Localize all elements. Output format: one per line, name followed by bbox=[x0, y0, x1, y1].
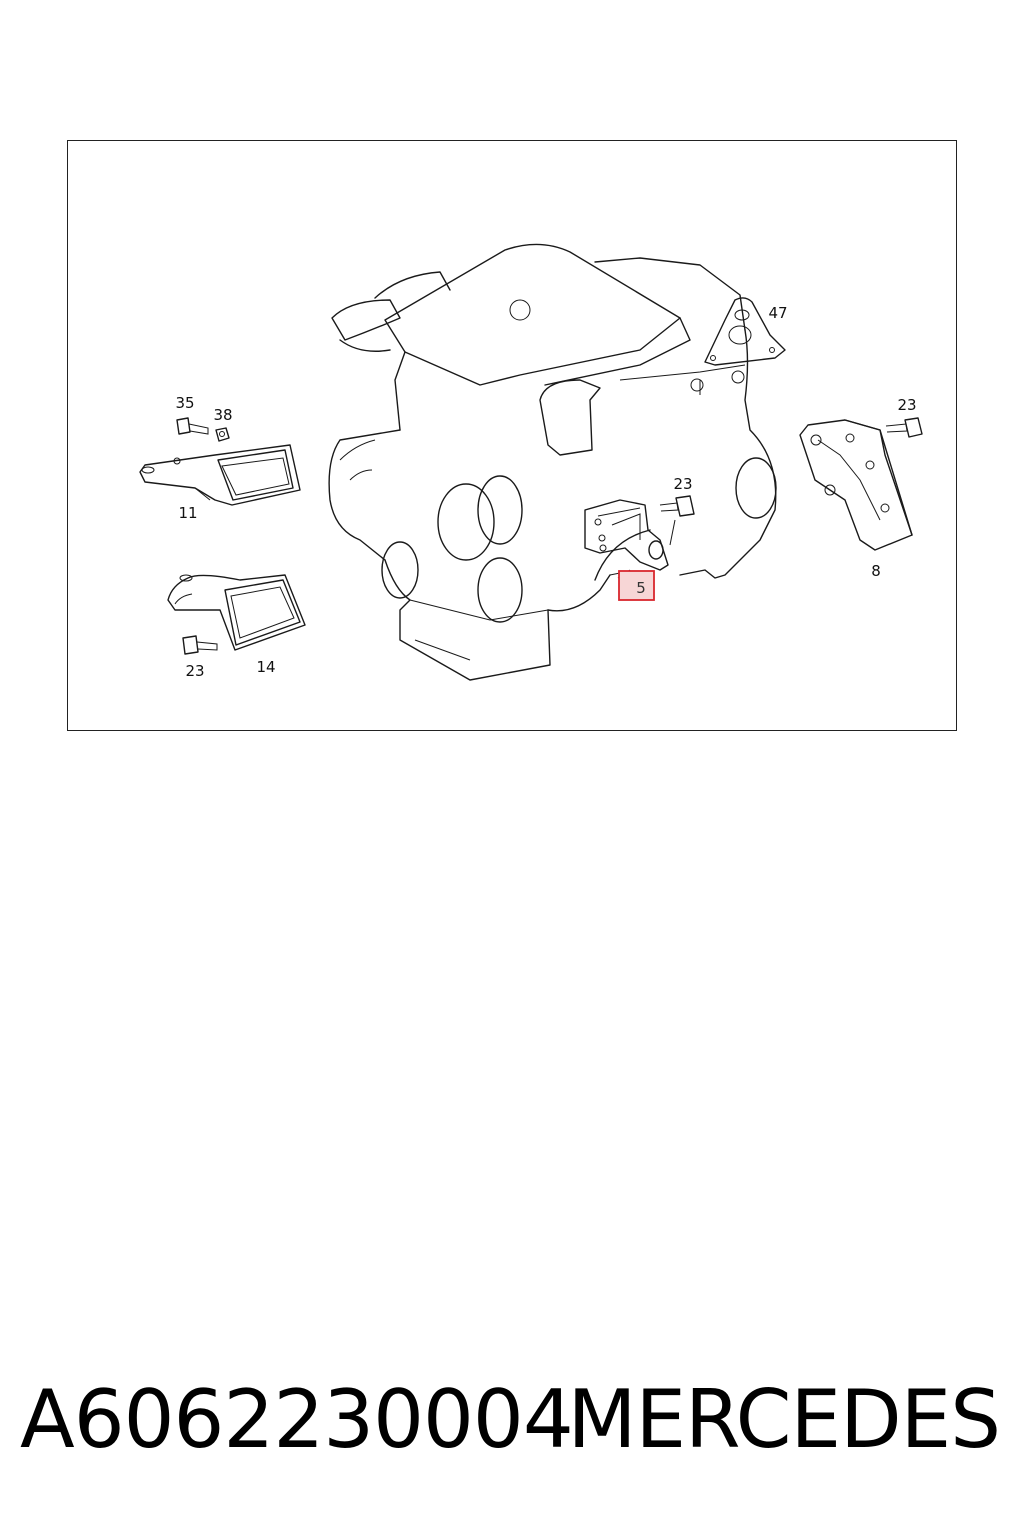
part-number: A6062230004 bbox=[20, 1373, 574, 1466]
engine-mount-diagram: 47 35 38 11 23 23 8 23 14 5 bbox=[139, 243, 923, 681]
nut-38 bbox=[215, 427, 230, 442]
callout-23-lower-left: 23 bbox=[185, 662, 204, 680]
callout-11: 11 bbox=[178, 504, 197, 522]
part-8-bracket bbox=[799, 419, 913, 551]
brand-name: MERCEDES bbox=[567, 1373, 1001, 1466]
part-11-mount bbox=[139, 444, 301, 506]
callout-23-center: 23 bbox=[673, 475, 692, 493]
callout-35: 35 bbox=[175, 394, 194, 412]
bolt-35 bbox=[176, 417, 209, 435]
leader-23-center bbox=[669, 519, 676, 546]
callout-5-highlight[interactable]: 5 bbox=[618, 570, 655, 601]
engine-block bbox=[328, 243, 777, 681]
callout-5: 5 bbox=[636, 579, 646, 597]
diagram-frame bbox=[67, 140, 957, 731]
callout-23-right: 23 bbox=[897, 396, 916, 414]
bolt-23-right bbox=[885, 417, 923, 438]
callout-8: 8 bbox=[871, 562, 881, 580]
bolt-23-center bbox=[659, 495, 695, 517]
callout-14: 14 bbox=[256, 658, 275, 676]
part-5-mount bbox=[584, 499, 669, 576]
part-14-mount bbox=[167, 574, 306, 651]
callout-47: 47 bbox=[768, 304, 787, 322]
bolt-23-lower-left bbox=[182, 635, 218, 655]
part-47-bracket bbox=[704, 297, 786, 366]
footer: A6062230004 MERCEDES bbox=[0, 1370, 1024, 1470]
callout-38: 38 bbox=[213, 406, 232, 424]
